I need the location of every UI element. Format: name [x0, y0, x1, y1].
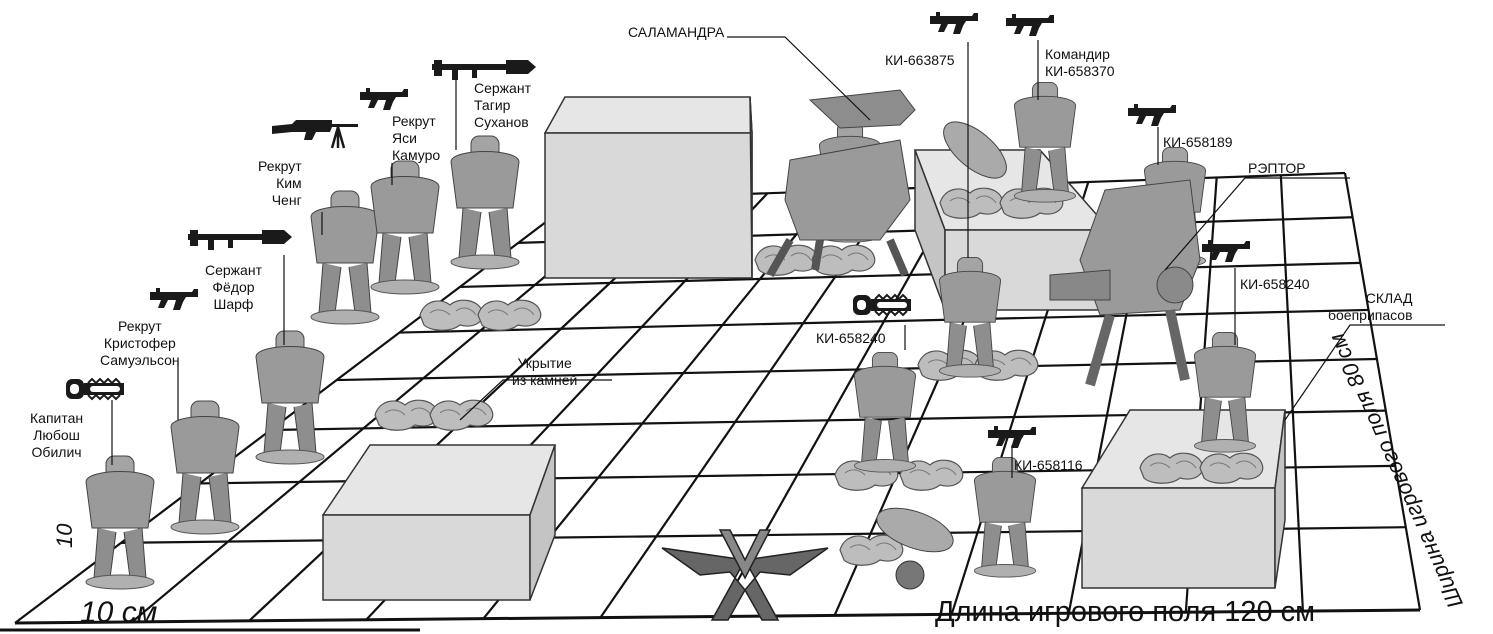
cell-size-label: 10 см — [80, 596, 157, 630]
label-ki-658116: КИ-658116 — [1014, 457, 1083, 474]
label-ki-663875: КИ-663875 — [885, 52, 955, 69]
board-length-label: Длина игрового поля 120 см — [935, 596, 1315, 629]
building-front-left — [323, 445, 555, 600]
miniature-figure — [171, 401, 239, 534]
miniature-figure — [974, 457, 1035, 577]
miniature-figure — [311, 191, 379, 324]
label-salamander: САЛАМАНДРА — [628, 24, 724, 41]
building-back-left — [545, 97, 752, 278]
logo-emblem — [662, 530, 828, 620]
miniature-figure — [256, 331, 324, 464]
label-ki-658240-left: КИ-658240 — [816, 330, 886, 347]
miniature-figure — [854, 352, 915, 472]
miniature-figure — [371, 161, 439, 294]
ammo-depot-block — [1082, 410, 1285, 588]
label-raptor: РЭПТОР — [1248, 160, 1306, 177]
miniature-figure — [86, 456, 154, 589]
miniature-figure — [451, 136, 519, 269]
label-ki-658189: КИ-658189 — [1163, 134, 1233, 151]
label-ki-658240-right: КИ-658240 — [1240, 276, 1310, 293]
cell-side-label: 10 — [52, 524, 78, 548]
